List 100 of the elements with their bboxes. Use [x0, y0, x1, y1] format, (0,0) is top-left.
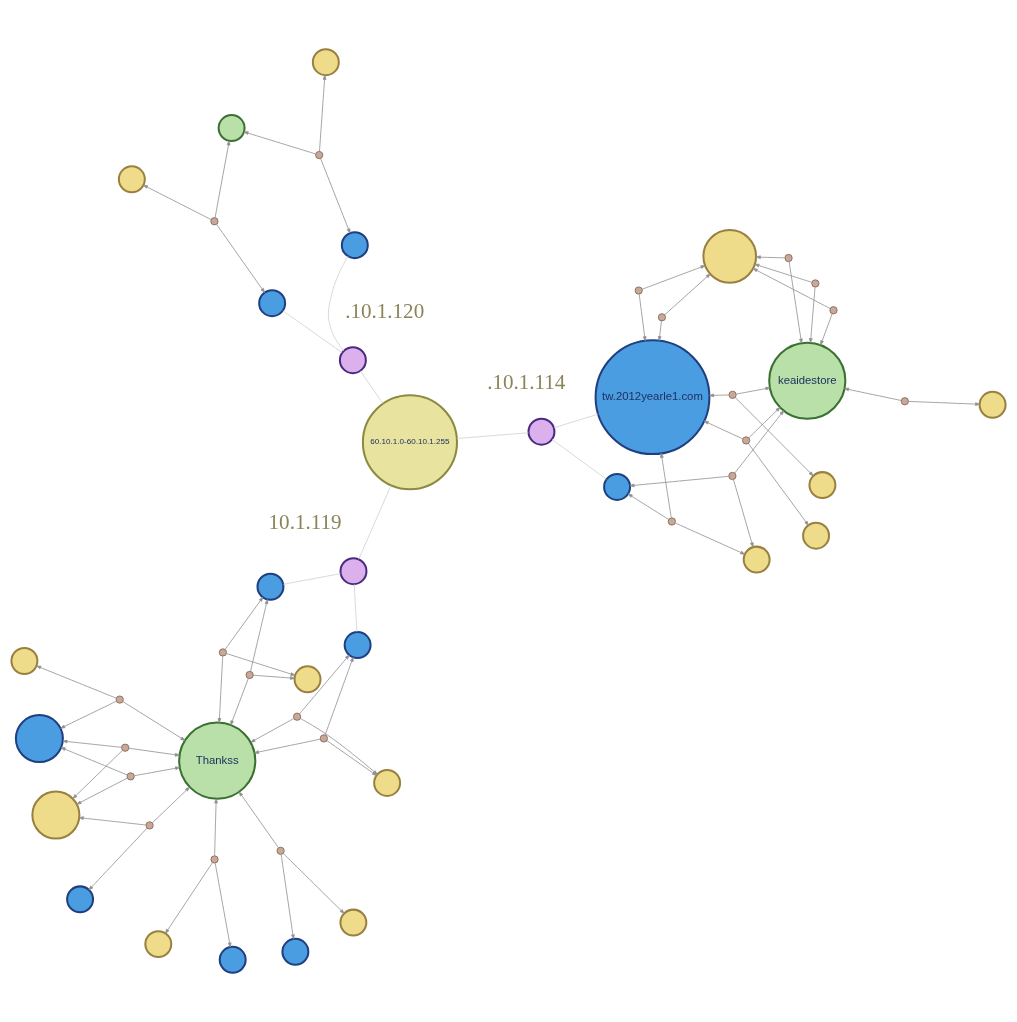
connector [456, 432, 529, 439]
arrow [88, 827, 148, 891]
arrow [230, 678, 249, 726]
arrow [128, 747, 180, 757]
node-circle [784, 253, 793, 263]
arrow [908, 401, 980, 406]
arrow [638, 293, 647, 342]
node-circle [210, 855, 219, 864]
arrow [709, 393, 730, 398]
connector [553, 413, 599, 429]
arrow [641, 265, 706, 290]
node-circle [657, 313, 666, 322]
node-circle [527, 417, 556, 446]
node-circle [217, 114, 246, 143]
connector [359, 370, 384, 405]
connector [358, 485, 392, 560]
arrow [143, 184, 212, 220]
arrow [243, 131, 317, 155]
arrow [226, 653, 296, 676]
node-circle [126, 772, 135, 781]
label: 10.1.119 [268, 509, 342, 534]
arrow [62, 739, 122, 748]
arrow [820, 313, 833, 346]
node-circle [218, 945, 247, 974]
arrow [752, 268, 831, 309]
arrow [660, 453, 672, 519]
arrow [152, 786, 190, 824]
arrow [214, 862, 232, 948]
arrow [319, 74, 327, 152]
arrow [703, 420, 744, 440]
arrow [808, 286, 816, 343]
arrow [755, 255, 786, 260]
arrow [214, 140, 231, 218]
arrow [734, 397, 814, 477]
node-circle [145, 821, 154, 830]
arrow [320, 158, 351, 234]
node-circle [742, 436, 751, 445]
arrow [254, 738, 321, 754]
node-circle [667, 517, 676, 526]
node-circle [319, 734, 328, 743]
arrow [36, 665, 117, 699]
connector [551, 439, 607, 480]
node-circle [210, 217, 219, 226]
arrow [664, 273, 711, 316]
node-circle [10, 647, 39, 675]
arrow [657, 320, 662, 341]
label: .10.1.114 [487, 370, 566, 395]
arrow [280, 854, 295, 940]
node-circle [338, 346, 367, 375]
node-circle [245, 670, 254, 679]
node-circle [315, 151, 324, 160]
arrow [324, 656, 354, 736]
node-circle [281, 937, 310, 966]
arrow [78, 816, 147, 826]
arrow [60, 747, 128, 776]
arrow [76, 777, 128, 805]
arrow [217, 655, 224, 723]
arrow [754, 263, 813, 283]
node-circle [276, 846, 285, 855]
arrow [165, 862, 213, 934]
arrow [748, 407, 781, 439]
arrow [133, 766, 180, 777]
arrow [675, 522, 746, 555]
arrow [72, 749, 123, 799]
arrow [250, 599, 269, 672]
label: .10.1.120 [345, 298, 425, 323]
arrow [283, 853, 345, 914]
arrow [734, 410, 785, 474]
node-circle [121, 743, 130, 752]
node-circle: 60.10.1.0-60.10.1.255 [361, 394, 458, 491]
arrow [733, 479, 754, 548]
arrow [238, 791, 279, 849]
node-circle [339, 557, 368, 586]
arrow [122, 701, 186, 741]
arrow [299, 654, 350, 715]
arrow [250, 718, 295, 743]
arrow [627, 493, 669, 520]
node-circle [311, 48, 340, 77]
node-circle [829, 306, 838, 315]
node-circle [978, 390, 1007, 419]
node-circle [115, 695, 124, 704]
node-circle [293, 712, 302, 721]
arrow [253, 674, 295, 680]
connector [328, 255, 349, 352]
node-circle [218, 648, 227, 657]
node-circle [293, 665, 322, 694]
arrow [60, 700, 117, 729]
arrow [735, 386, 771, 395]
node-circle [117, 165, 146, 194]
node-circle [900, 397, 909, 406]
arrow [326, 740, 377, 776]
arrow [214, 798, 218, 857]
arrow [216, 223, 265, 293]
node-circle [811, 279, 820, 288]
arrow [224, 596, 264, 650]
node-circle [340, 231, 369, 260]
connector [282, 310, 343, 353]
connector [353, 583, 358, 633]
arrow [788, 261, 803, 344]
node-circle [634, 286, 643, 295]
